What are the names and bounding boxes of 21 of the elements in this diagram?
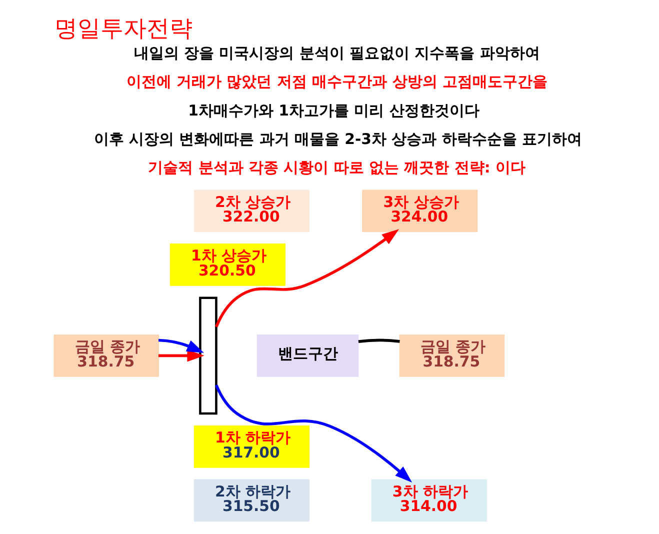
node-box: 금일 종가 318.75: [399, 334, 505, 377]
diagram-title: 명일투자전략: [54, 16, 193, 42]
label: 내일의 장을 미국시장의 분석이 필요없이 지수폭을 파악하여: [134, 44, 540, 62]
node-box: 1차 상승가 320.50: [170, 244, 286, 286]
node-box: 금일 종가 318.75: [54, 334, 159, 377]
node-bar: [199, 296, 218, 415]
node-box: 2차 하락가 315.50: [194, 479, 310, 522]
node-box: 3차 하락가 314.00: [371, 479, 487, 522]
node-box: 밴드구간: [256, 334, 359, 377]
label: 기술적 분석과 각종 시황이 따로 없는 깨끗한 전략: 이다: [148, 158, 526, 176]
arrow: [214, 229, 400, 328]
label: 1차매수가와 1차고가를 미리 산정한것이다: [188, 101, 480, 120]
label: 이후 시장의 변화에따른 과거 매물을 2-3차 상승과 하락수순을 표기하여: [94, 130, 582, 148]
connector: [358, 338, 400, 344]
arrow: [214, 384, 412, 482]
arrow: [158, 338, 204, 353]
node-box: 2차 상승가 322.00: [194, 190, 310, 232]
arrow: [158, 350, 204, 362]
node-box: 3차 상승가 324.00: [362, 190, 478, 232]
node-box: 1차 하락가 317.00: [194, 425, 310, 468]
label: 이전에 거래가 많았던 저점 매수구간과 상방의 고점매도구간을: [126, 72, 548, 91]
